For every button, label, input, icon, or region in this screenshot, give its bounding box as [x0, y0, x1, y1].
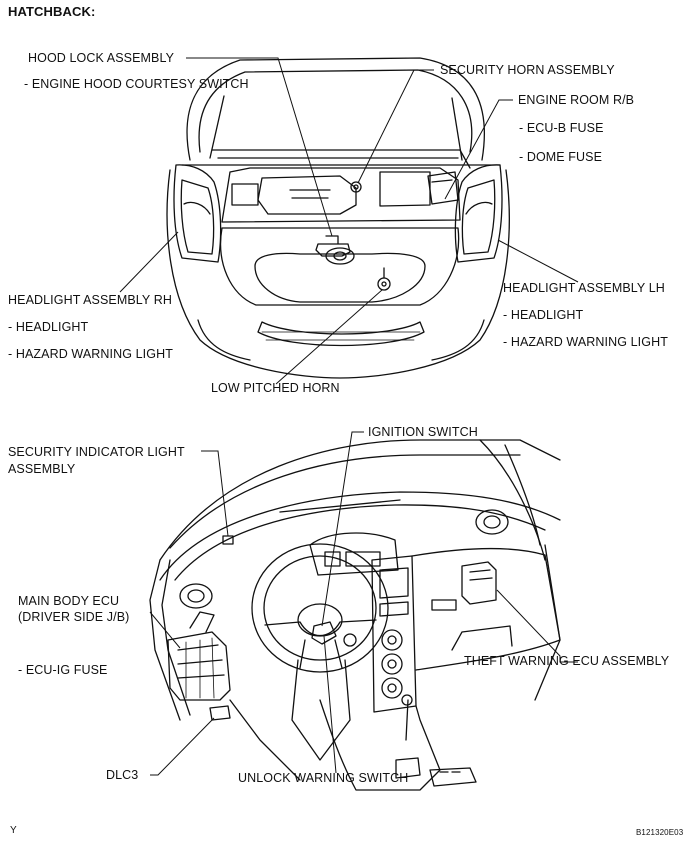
label-headlight-lh-headlight: - HEADLIGHT: [503, 308, 584, 322]
label-headlight-lh-hazard: - HAZARD WARNING LIGHT: [503, 335, 668, 349]
headlight-lh: [454, 164, 503, 263]
left-air-vent: [179, 583, 213, 609]
label-ecu-b-fuse: - ECU-B FUSE: [519, 121, 604, 135]
leader-lines: [119, 57, 579, 776]
footer-figure-code: B121320E03: [636, 828, 684, 837]
open-hood: [186, 57, 486, 161]
label-headlight-rh-headlight: - HEADLIGHT: [8, 320, 89, 334]
right-air-vent: [475, 509, 509, 535]
emblem: [325, 247, 355, 265]
windshield: [159, 439, 561, 561]
label-headlight-rh: HEADLIGHT ASSEMBLY RH: [8, 293, 172, 307]
footer-orientation: Y: [10, 825, 17, 836]
dashboard-view: [149, 439, 561, 791]
center-stack: [371, 555, 417, 713]
security-horn: [350, 181, 362, 193]
label-ignition-switch: IGNITION SWITCH: [368, 425, 478, 439]
theft-warning-ecu: [461, 561, 497, 605]
page-title: HATCHBACK:: [8, 4, 96, 19]
gear-shift: [395, 699, 421, 779]
label-dome-fuse: - DOME FUSE: [519, 150, 603, 164]
low-pitched-horn: [377, 277, 391, 291]
car-front-view: [166, 57, 510, 379]
label-theft-warning-ecu: THEFT WARNING ECU ASSEMBLY: [464, 654, 670, 668]
label-headlight-lh: HEADLIGHT ASSEMBLY LH: [503, 281, 665, 295]
label-headlight-rh-hazard: - HAZARD WARNING LIGHT: [8, 347, 173, 361]
grille-lower: [254, 252, 426, 303]
hood-lock: [315, 235, 351, 257]
ignition-switch: [311, 621, 337, 645]
label-low-pitched-horn: LOW PITCHED HORN: [211, 381, 340, 395]
dlc3-connector: [209, 705, 231, 721]
label-hood-lock: HOOD LOCK ASSEMBLY: [28, 51, 175, 65]
label-engine-room-rb: ENGINE ROOM R/B: [518, 93, 635, 107]
label-unlock-warning-switch: UNLOCK WARNING SWITCH: [238, 771, 409, 785]
label-ecu-ig-fuse: - ECU-IG FUSE: [18, 663, 108, 677]
label-security-horn: SECURITY HORN ASSEMBLY: [440, 63, 615, 77]
label-security-indicator: SECURITY INDICATOR LIGHT: [8, 445, 185, 459]
engine-block: [257, 175, 357, 215]
label-dlc3: DLC3: [106, 768, 139, 782]
steering-wheel: [251, 543, 389, 673]
main-body-ecu: [167, 631, 231, 701]
label-security-indicator-2: ASSEMBLY: [8, 462, 76, 476]
label-main-body-ecu: MAIN BODY ECU: [18, 594, 120, 608]
front-bumper: [166, 169, 510, 379]
label-hood-courtesy-switch: - ENGINE HOOD COURTESY SWITCH: [24, 77, 249, 91]
dashboard-top: [159, 491, 561, 581]
label-main-body-ecu-2: (DRIVER SIDE J/B): [18, 610, 130, 624]
